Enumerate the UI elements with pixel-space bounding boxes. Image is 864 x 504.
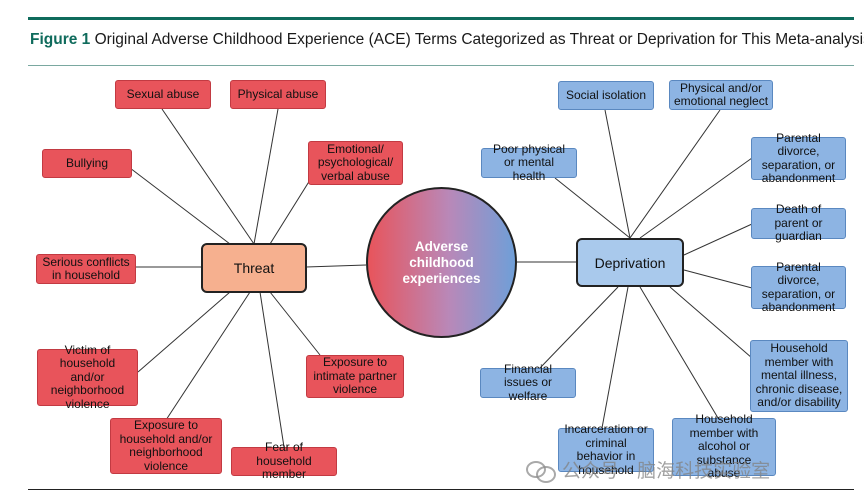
- figure-label: Figure 1: [30, 31, 91, 48]
- center-circle-adverse-childhood-experiences: Adverse childhood experiences: [366, 187, 517, 338]
- deprivation-node-poor-health: Poor physical or mental health: [481, 142, 577, 183]
- connector-threat-exposure-violence: [165, 291, 251, 421]
- connector-threat-emotional-abuse: [269, 179, 311, 245]
- connector-dep-substance: [639, 286, 719, 419]
- threat-node-sexual-abuse: Sexual abuse: [115, 80, 211, 109]
- deprivation-node-divorce-2: Parental divorce, separation, or abandon…: [751, 260, 846, 314]
- connector-dep-poor-health: [554, 177, 631, 239]
- connector-threat-physical-abuse: [253, 108, 279, 245]
- threat-node-victim-violence: Victim of household and/or neighborhood …: [37, 343, 138, 411]
- figure-title-text: Original Adverse Childhood Experience (A…: [94, 31, 864, 48]
- connector-dep-divorce-2: [683, 269, 753, 289]
- threat-node-fear-household: Fear of household member: [231, 441, 337, 481]
- title-rule: [28, 65, 854, 66]
- threat-node-emotional-abuse: Emotional/ psychological/ verbal abuse: [308, 141, 403, 185]
- connector-threat-victim-violence: [137, 291, 231, 373]
- threat-hub: Threat: [201, 243, 307, 293]
- watermark-text: 公众号 · 脑海科技实验室: [562, 460, 771, 482]
- connector-dep-incarceration: [601, 286, 629, 429]
- deprivation-node-neglect: Physical and/or emotional neglect: [669, 80, 773, 110]
- deprivation-node-substance: Household member with alcohol or substan…: [672, 413, 776, 480]
- figure-title: Figure 1 Original Adverse Childhood Expe…: [30, 31, 864, 49]
- wechat-icon: [526, 459, 556, 483]
- top-rule: [28, 17, 854, 20]
- threat-node-exposure-violence: Exposure to household and/or neighborhoo…: [110, 418, 222, 474]
- connector-dep-financial: [539, 286, 619, 369]
- deprivation-node-financial: Financial issues or welfare: [480, 362, 576, 403]
- deprivation-node-death-parent: Death of parent or guardian: [751, 203, 846, 243]
- threat-node-intimate-partner: Exposure to intimate partner violence: [306, 355, 404, 398]
- connector-threat-fear-household: [259, 291, 285, 448]
- deprivation-node-social-isolation: Social isolation: [558, 81, 654, 110]
- connector-dep-mental-illness: [669, 286, 753, 359]
- threat-node-physical-abuse: Physical abuse: [230, 80, 326, 109]
- connector-threat-intimate-partner: [269, 291, 321, 356]
- bottom-rule: [28, 489, 854, 490]
- connector-dep-divorce-1: [639, 157, 753, 239]
- deprivation-node-incarceration: Incarceration or criminal behavior in ho…: [558, 422, 654, 476]
- connector-dep-social-isolation: [604, 109, 631, 239]
- connector-dep-death-parent: [683, 223, 753, 256]
- watermark: 公众号 · 脑海科技实验室: [526, 456, 770, 483]
- connector-threat-center: [305, 264, 367, 268]
- threat-node-serious-conflicts: Serious conflicts in household: [36, 254, 136, 284]
- connector-threat-bullying: [129, 167, 231, 245]
- connector-threat-sexual-abuse: [161, 108, 255, 245]
- threat-node-bullying: Bullying: [42, 149, 132, 178]
- deprivation-node-divorce-1: Parental divorce, separation, or abandon…: [751, 131, 846, 185]
- deprivation-hub: Deprivation: [576, 238, 684, 287]
- connector-dep-neglect: [629, 109, 721, 239]
- deprivation-node-mental-illness: Household member with mental illness, ch…: [750, 340, 848, 412]
